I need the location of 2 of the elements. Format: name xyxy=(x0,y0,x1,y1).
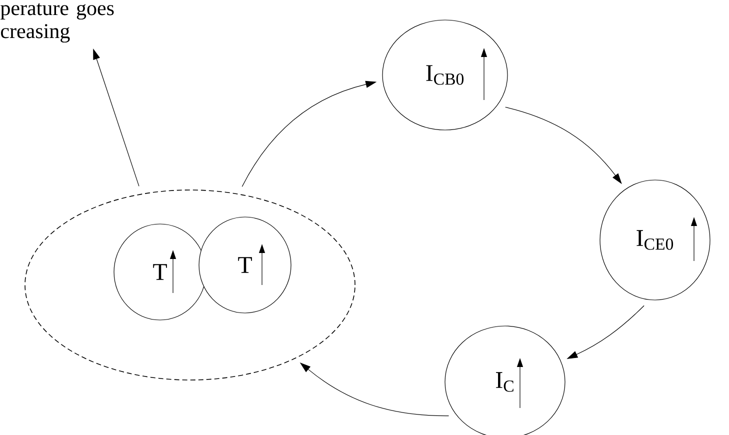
caption-text: perature goes creasing xyxy=(0,3,114,43)
dashed-ellipse xyxy=(24,190,356,380)
